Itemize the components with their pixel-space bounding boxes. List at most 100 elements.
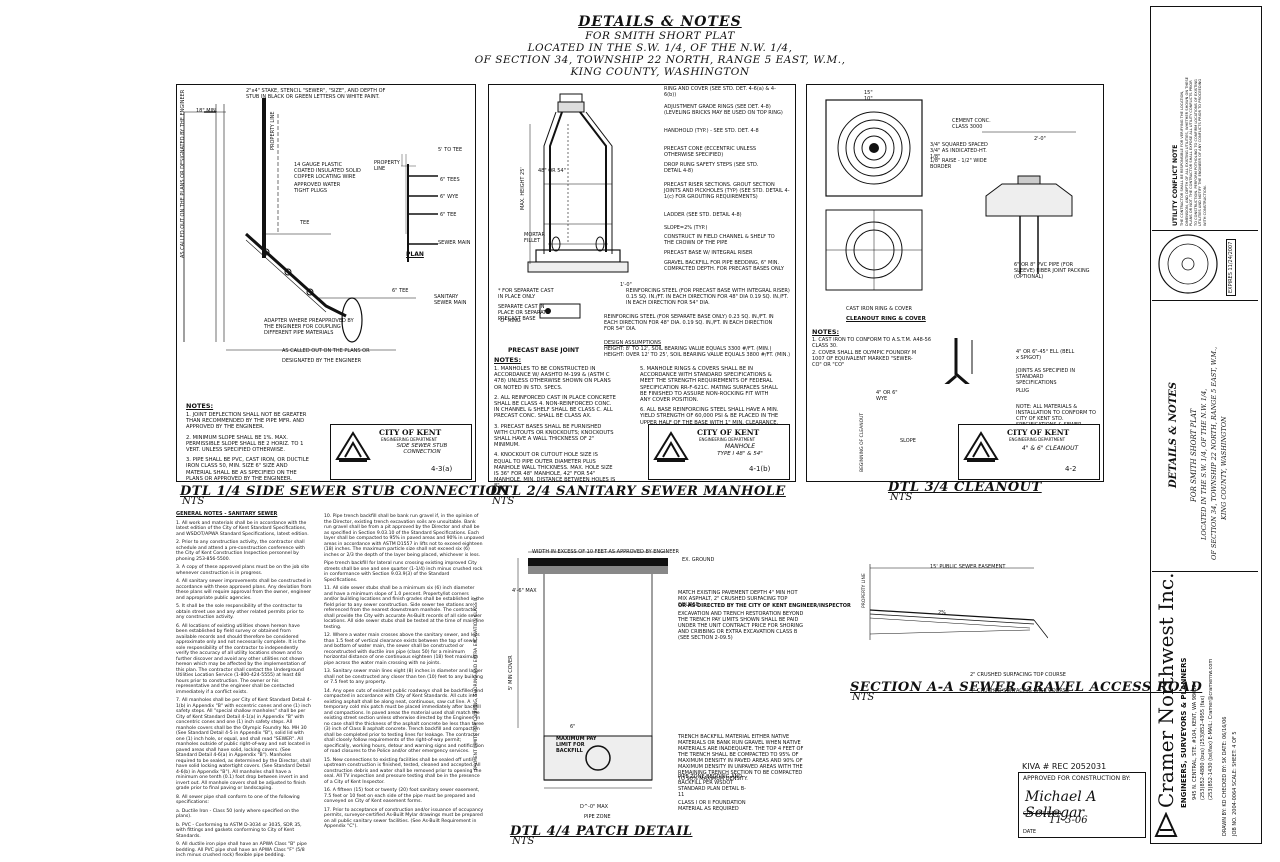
seal-expires: EXPIRES 11/24/2007 xyxy=(1226,238,1236,296)
gen-note-2: 2. Prior to any construction activity, t… xyxy=(176,540,305,562)
gen-note-1: 1. All work and materials shall be in ac… xyxy=(176,520,309,537)
sheet-title-box xyxy=(1152,300,1258,572)
sheet-header: DETAILS & NOTES FOR SMITH SHORT PLAT LOC… xyxy=(350,14,970,78)
sec-prop: PROPERTY LINE xyxy=(862,573,867,608)
approval-label: APPROVED FOR CONSTRUCTION BY: xyxy=(1023,775,1131,782)
d3-slope: SLOPE xyxy=(900,438,916,444)
d2-base: PRECAST BASE W/ INTEGRAL RISER xyxy=(664,250,753,256)
d3-ring: CAST IRON RING & COVER xyxy=(846,306,912,312)
d2-ring: RING AND COVER (SEE STD. DET. 4-6(a) & 4… xyxy=(664,86,776,98)
d1-wye: 6" WYE xyxy=(440,194,459,200)
d2-reinf1: REINFORCING STEEL (FOR PRECAST BASE WITH… xyxy=(626,288,790,306)
d1-adapter: ADAPTER WHERE PREAPPROVED BY THE ENGINEE… xyxy=(264,318,354,336)
detail-2-nts: NTS xyxy=(492,496,515,507)
d1-plan: PLAN xyxy=(406,251,424,258)
d4-pay: MAXIMUM PAY LIMIT FOR BACKFILL xyxy=(556,736,597,754)
sec-slope: 2% xyxy=(938,610,946,616)
d2-riser: PRECAST RISER SECTIONS. GROUT SECTION JO… xyxy=(664,182,790,200)
header-line-3: OF SECTION 34, TOWNSHIP 22 NORTH, RANGE … xyxy=(474,54,846,66)
d2-mortar: MORTAR FILLET xyxy=(524,232,545,244)
d1-notes: 1. JOINT DEFLECTION SHALL NOT BE GREATER… xyxy=(186,412,314,486)
engineer-seal-icon xyxy=(1158,234,1218,294)
detail-3-drawing xyxy=(825,99,1076,384)
d2-cone: PRECAST CONE (ECCENTRIC UNLESS OTHERWISE… xyxy=(664,146,757,158)
kent-logo-icon xyxy=(963,431,999,462)
d4-d6: 6" xyxy=(570,724,576,730)
gen-note-10b: Pipe trench backfill for lateral runs cr… xyxy=(324,561,483,583)
d4-od: D^-0" MAX xyxy=(580,804,609,810)
d1-sewer-main: SEWER MAIN xyxy=(438,240,471,246)
d1-bottom-2: DESIGNATED BY THE ENGINEER xyxy=(282,358,362,364)
kent-logo-icon xyxy=(335,431,371,462)
d2-cast: * FOR SEPARATE CAST IN PLACE ONLY xyxy=(498,288,554,300)
d3-titleblock: CITY OF KENT ENGINEERING DEPARTMENT 4" &… xyxy=(958,424,1100,480)
d3-joints: JOINTS AS SPECIFIED IN STANDARD SPECIFIC… xyxy=(1016,368,1076,386)
d3-cleanout: CLEANOUT RING & COVER xyxy=(846,316,926,322)
d2-steps: DROP RUNG SAFETY STEPS (SEE STD. DETAIL … xyxy=(664,162,759,174)
d3-note2: 2. COVER SHALL BE OLYMPIC FOUNDRY M 1007… xyxy=(812,350,917,368)
d4-exc: EXCAVATION AND TRENCH RESTORATION BEYOND… xyxy=(678,611,804,641)
d1-note-2: 2. MINIMUM SLOPE SHALL BE 1%. MAX. PERMI… xyxy=(186,434,304,454)
sec-base: 4" CRUSHED SURFACING BASE COURSE xyxy=(970,688,1070,694)
d3-pvc: 6" OR 8" PVC PIPE (FOR SLEEVE) FIBER JOI… xyxy=(1014,262,1090,280)
detail-1-title: DTL 1/4 SIDE SEWER STUB CONNECTION xyxy=(180,484,510,499)
gen-note-3: 3. A copy of these approved plans must b… xyxy=(176,565,310,576)
d3-tb-dept: ENGINEERING DEPARTMENT xyxy=(1009,437,1066,442)
city-engineer-label: CITY ENGINEER xyxy=(1023,811,1062,817)
d4-pz: PIPE ZONE xyxy=(584,814,611,820)
sec-top: 2" CRUSHED SURFACING TOP COURSE xyxy=(970,672,1066,678)
d2-dim-1: 1'-0" xyxy=(620,282,632,288)
d2-note-2: 2. ALL REINFORCED CAST IN PLACE CONCRETE… xyxy=(494,394,616,420)
d2-notes-title: NOTES: xyxy=(494,356,522,364)
d1-property-line-2: PROPERTY LINE xyxy=(374,160,400,172)
d4-side: PAYMENT LIMITS FOR CRIBBING, SHORING AND… xyxy=(474,597,479,770)
d3-elbow: 4" OR 6"-45° ELL (BELL x SPIGOT) xyxy=(1016,349,1075,361)
gen-note-5: 5. It shall be the sole responsibility o… xyxy=(176,604,304,620)
section-aa-title: SECTION A-A SEWER GRAVEL ACCESS ROAD xyxy=(850,680,1203,695)
detail-2-frame xyxy=(488,84,796,482)
d4-ground: EX. GROUND xyxy=(682,557,715,563)
sheet-title: DETAILS & NOTES xyxy=(1168,381,1179,488)
d2-pbase: PRECAST BASE JOINT xyxy=(508,347,580,354)
d3-note1: 1. CAST IRON TO CONFORM TO A.S.T.M. A48-… xyxy=(812,337,931,349)
approval-box: APPROVED FOR CONSTRUCTION BY: Michael A … xyxy=(1018,772,1146,838)
sheet-loc-2: OF SECTION 34, TOWNSHIP 22 NORTH, RANGE … xyxy=(1210,346,1218,560)
firm-logo-icon xyxy=(1154,812,1178,837)
d2-gravel: GRAVEL BACKFILL FOR PIPE BEDDING, 6" MIN… xyxy=(664,260,784,272)
d1-note-3: 3. PIPE SHALL BE PVC, CAST IRON, OR DUCT… xyxy=(186,457,309,482)
d2-handhold: HANDHOLD (TYP.) - SEE STD. DET. 4-8 xyxy=(664,128,759,134)
sheet-loc-3: KING COUNTY, WASHINGTON xyxy=(1220,416,1228,520)
utility-text: THE CONTRACTOR SHALL BE RESPONSIBLE FOR … xyxy=(1180,77,1207,226)
firm-sub: ENGINEERS, SURVEYORS & PLANNERS xyxy=(1180,657,1188,808)
d2-note-3: 3. PRECAST BASES SHALL BE FURNISHED WITH… xyxy=(494,423,614,449)
d4-d46: 4'-6" MAX xyxy=(512,588,537,594)
general-notes-col-2: 10. Pipe trench backfill shall be bank r… xyxy=(324,514,484,833)
gen-note-13: 13. Sanitary sewer main lines eight (8) … xyxy=(324,669,483,685)
gen-note-7: 7. All manholes shall be per City of Ken… xyxy=(176,698,312,791)
d2-tb-name: MANHOLE xyxy=(724,443,756,450)
approval-date-label: DATE xyxy=(1023,829,1037,835)
d2-h1: HEIGHT: 8' TO 12', SOIL BEARING VALUE EQ… xyxy=(604,346,772,352)
d1-tee6: 6" TEE xyxy=(440,212,457,218)
detail-4-title: DTL 4/4 PATCH DETAIL xyxy=(510,824,693,839)
utility-box xyxy=(1152,70,1258,231)
engineer-signature: Michael A Sellegar xyxy=(1025,789,1097,821)
gen-note-15: 15. New connections to existing faciliti… xyxy=(324,757,482,785)
detail-1-frame xyxy=(176,84,476,482)
d2-notes-right: 5. MANHOLE RINGS & COVERS SHALL BE IN AC… xyxy=(640,366,780,430)
general-notes-title: GENERAL NOTES - SANITARY SEWER xyxy=(176,511,278,517)
d3-d10: 10" xyxy=(864,96,873,102)
section-aa-drawing xyxy=(869,564,1048,640)
gen-note-12: 12. Where a water main crosses above the… xyxy=(324,633,480,666)
detail-2-drawing xyxy=(527,93,629,319)
d1-tees: 6" TEES xyxy=(440,177,460,183)
d2-tb-dept: ENGINEERING DEPARTMENT xyxy=(699,437,756,442)
firm-address: 945 N. CENTRAL, STE. #104, KENT, WA 9803… xyxy=(1192,684,1198,800)
detail-1-nts: NTS xyxy=(182,496,205,507)
sheet-for: FOR SMITH SHORT PLAT xyxy=(1190,408,1198,502)
d4-match: MATCH EXISTING PAVEMENT DEPTH 4" MIN HOT… xyxy=(678,590,798,608)
d2-reinf2: REINFORCING STEEL (FOR SEPARATE BASE ONL… xyxy=(604,314,774,332)
d1-note-1: 1. JOINT DEFLECTION SHALL NOT BE GREATER… xyxy=(186,412,307,431)
d4-pipezone: PIPE ZONE BEDDING AND BACKFILL PER WSDOT… xyxy=(678,774,746,798)
